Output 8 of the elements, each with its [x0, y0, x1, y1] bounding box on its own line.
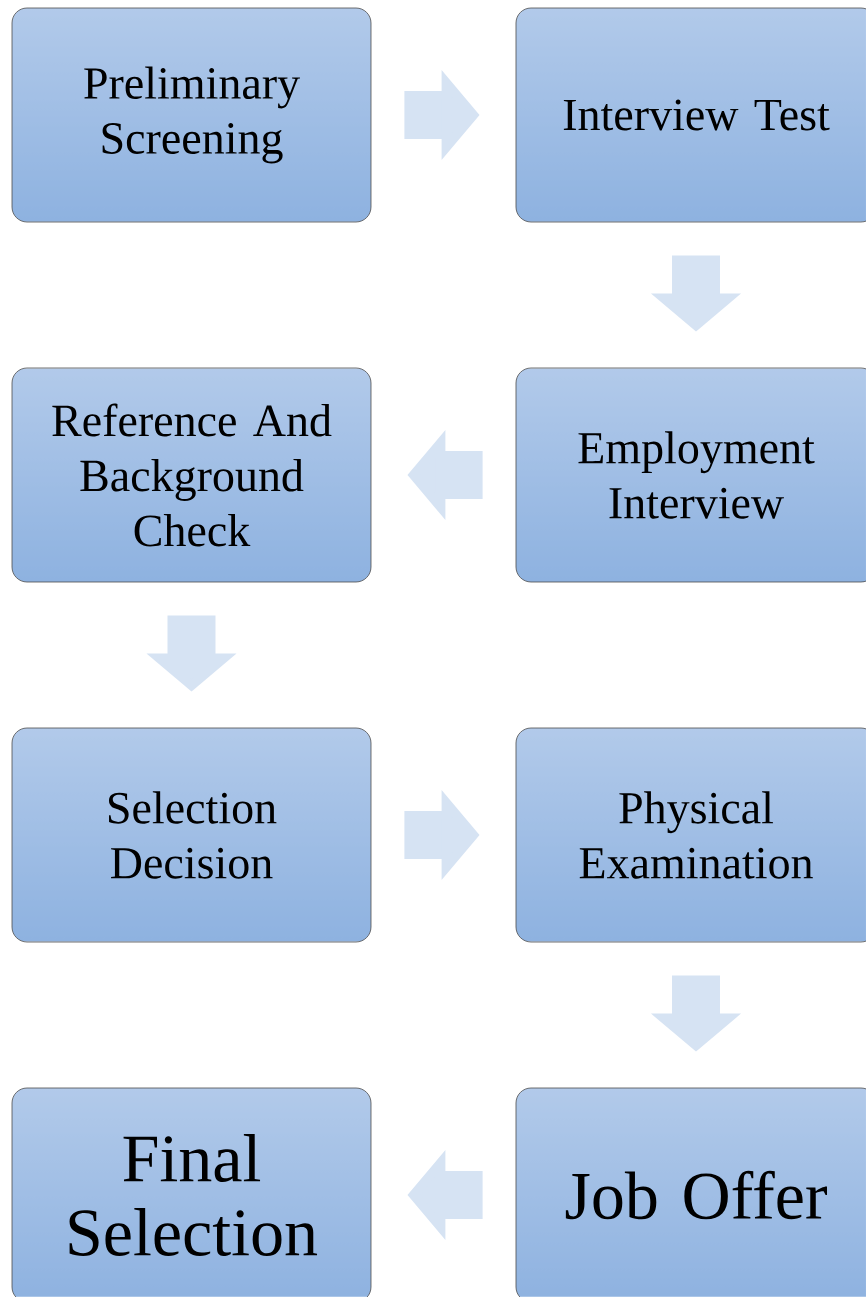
- process-box: Employment Interview: [515, 367, 866, 583]
- process-box: Physical Examination: [515, 727, 866, 943]
- process-box: Job Offer: [515, 1087, 866, 1297]
- process-box: Preliminary Screening: [11, 7, 372, 223]
- process-box: Final Selection: [11, 1087, 372, 1297]
- process-box: Reference And Background Check: [11, 367, 372, 583]
- process-box: Interview Test: [515, 7, 866, 223]
- process-box: Selection Decision: [11, 727, 372, 943]
